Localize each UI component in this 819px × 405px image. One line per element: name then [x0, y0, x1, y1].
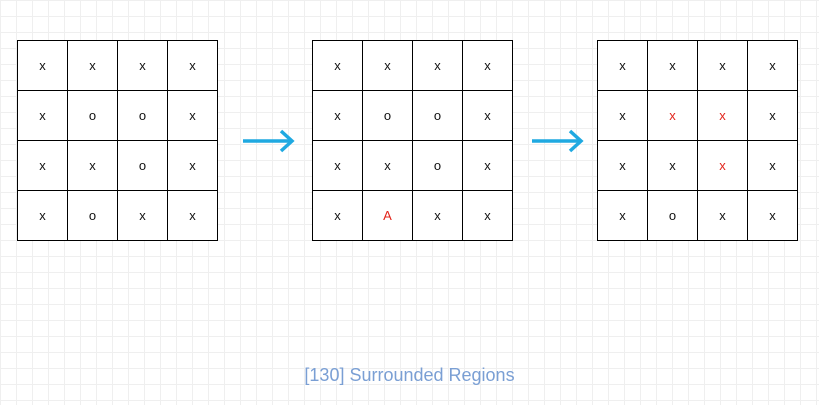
grid-cell: x — [598, 191, 648, 241]
grid-cell: x — [168, 191, 218, 241]
grid-cell: o — [68, 91, 118, 141]
grid-cell: x — [698, 41, 748, 91]
grid-cell: x — [698, 191, 748, 241]
grid-cell: x — [363, 41, 413, 91]
grid-cell: o — [118, 91, 168, 141]
grid-cell: x — [18, 41, 68, 91]
grid-cell: x — [313, 41, 363, 91]
grid-cell: x — [68, 41, 118, 91]
arrow-right-icon — [243, 129, 295, 153]
grid-cell: x — [463, 91, 513, 141]
grid-cell: x — [313, 191, 363, 241]
grid-cell: x — [118, 191, 168, 241]
grid-cell: x — [748, 91, 798, 141]
grid-cell: x — [168, 141, 218, 191]
grid-cell: x — [598, 41, 648, 91]
arrow-right-icon — [532, 129, 584, 153]
grid-cell: x — [748, 191, 798, 241]
grid-cell: o — [68, 191, 118, 241]
grid-cell: x — [168, 41, 218, 91]
grid-cell: x — [313, 91, 363, 141]
grid-cell: x — [698, 91, 748, 141]
grid-cell: x — [648, 91, 698, 141]
grid-cell: x — [68, 141, 118, 191]
grid-cell: x — [463, 41, 513, 91]
grid-cell: x — [18, 91, 68, 141]
grid-cell: A — [363, 191, 413, 241]
grid-cell: x — [463, 141, 513, 191]
grid-cell: x — [748, 41, 798, 91]
grid-cell: x — [598, 141, 648, 191]
grid-cell: o — [118, 141, 168, 191]
grid-cell: x — [168, 91, 218, 141]
grid-cell: x — [413, 41, 463, 91]
grid-cell: x — [118, 41, 168, 91]
grid-cell: x — [18, 141, 68, 191]
grid-cell: x — [748, 141, 798, 191]
grid-cell: o — [648, 191, 698, 241]
grid-cell: x — [413, 191, 463, 241]
grid-cell: x — [598, 91, 648, 141]
grid-cell: x — [698, 141, 748, 191]
grid-cell: x — [363, 141, 413, 191]
grid-cell: x — [313, 141, 363, 191]
grid-cell: o — [413, 141, 463, 191]
grid-cell: x — [463, 191, 513, 241]
grid-cell: o — [413, 91, 463, 141]
grid-cell: x — [18, 191, 68, 241]
grid-cell: x — [648, 141, 698, 191]
grid-cell: x — [648, 41, 698, 91]
grid-cell: o — [363, 91, 413, 141]
diagram-caption: [130] Surrounded Regions — [304, 365, 515, 385]
